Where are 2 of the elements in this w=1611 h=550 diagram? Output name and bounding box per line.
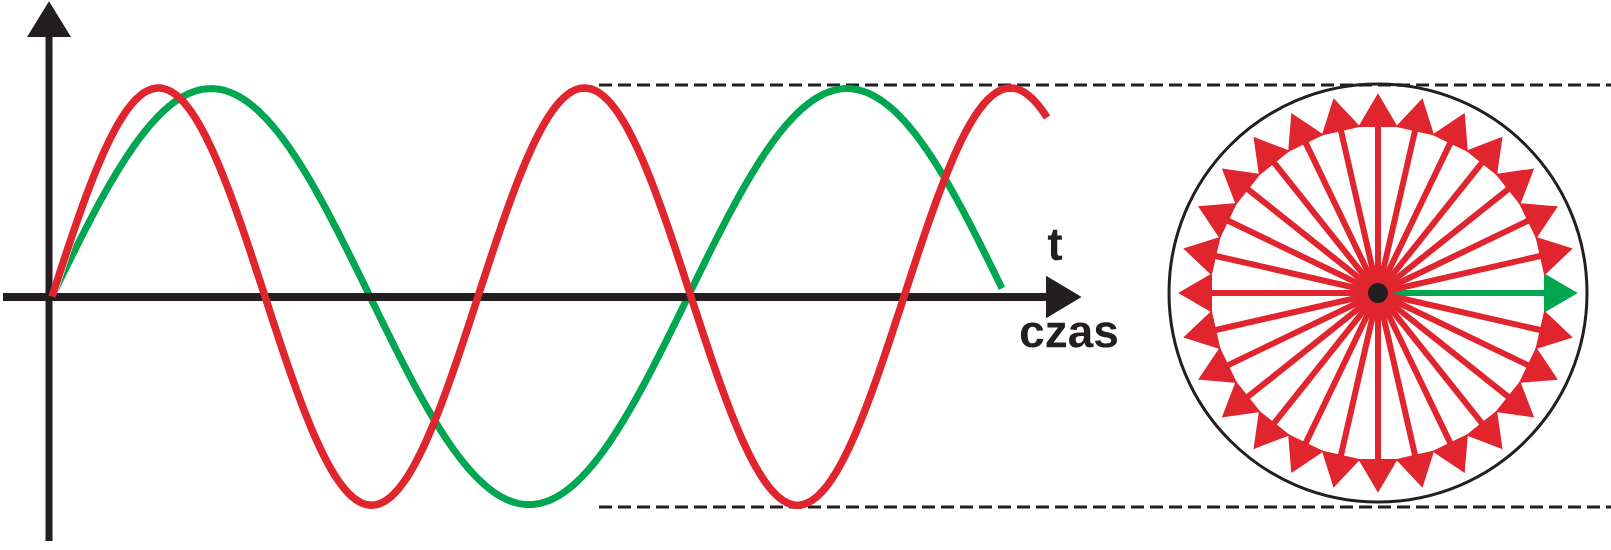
axis-label: t: [1047, 229, 1063, 261]
axis-label: czas: [1020, 322, 1117, 348]
